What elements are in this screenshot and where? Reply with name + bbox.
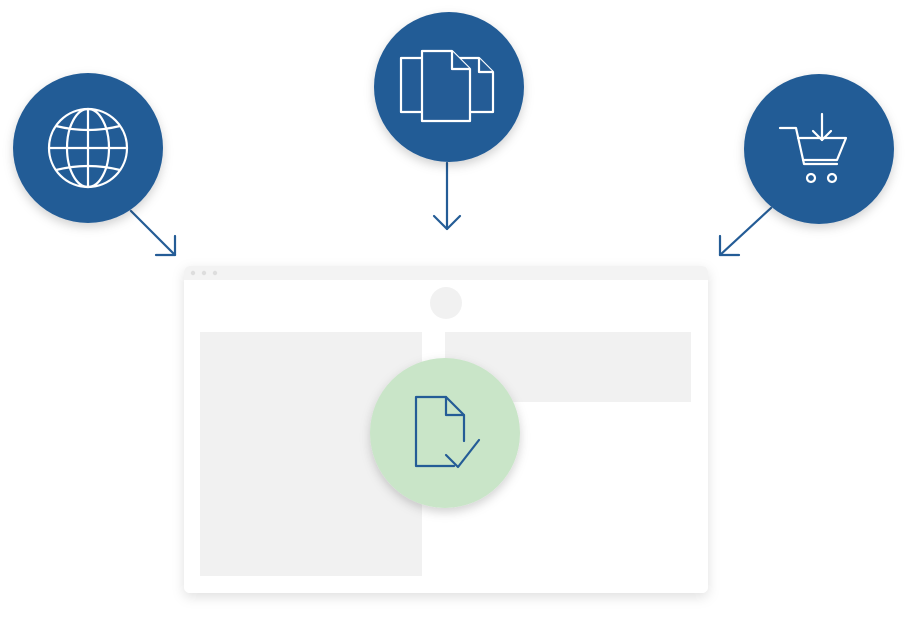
source-documents (374, 12, 524, 162)
browser-window-titlebar (184, 266, 708, 280)
globe-icon (47, 107, 129, 189)
result-document (370, 358, 520, 508)
source-globe (13, 73, 163, 223)
shopping-cart-download-icon (778, 112, 848, 184)
window-dot-2 (201, 270, 207, 276)
window-dot-3 (212, 270, 218, 276)
arrow-cart-to-window (718, 206, 773, 257)
result-document-circle (370, 358, 520, 508)
documents-icon (399, 49, 495, 123)
source-cart (744, 74, 894, 224)
document-checkmark-icon (414, 395, 481, 469)
arrow-documents-to-window (432, 161, 462, 231)
window-dot-1 (190, 270, 196, 276)
avatar-placeholder (430, 287, 462, 319)
arrow-globe-to-window (129, 209, 177, 257)
source-cart-circle (744, 74, 894, 224)
arrows (129, 161, 773, 257)
